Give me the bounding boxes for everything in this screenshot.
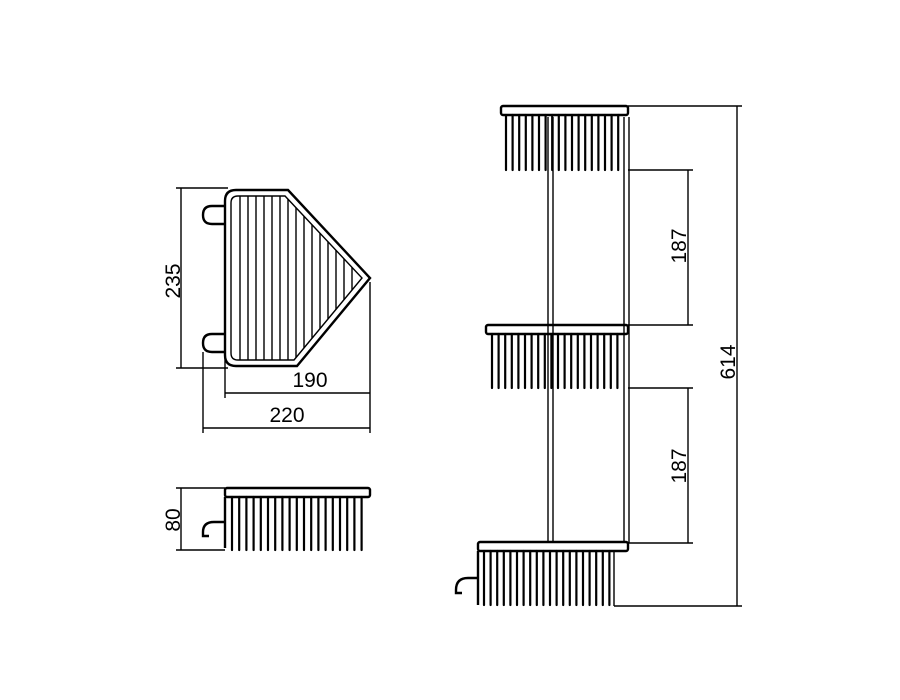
shelf-bottom-rim bbox=[476, 540, 630, 553]
top-view-hook-lower bbox=[201, 332, 225, 354]
shelf-middle-rim bbox=[484, 323, 630, 336]
dim-80-label: 80 bbox=[162, 508, 185, 531]
dim-220-label: 220 bbox=[269, 404, 304, 427]
side-view-wires bbox=[230, 495, 363, 552]
dim-235-label: 235 bbox=[162, 263, 185, 298]
top-view-wires bbox=[239, 196, 353, 360]
dim-614-label: 614 bbox=[717, 344, 740, 379]
side-view-shelf-rim bbox=[223, 486, 372, 499]
top-view-basket-inner bbox=[230, 195, 363, 361]
front-view: 187 187 614 bbox=[454, 104, 742, 607]
dim-187-lower-label: 187 bbox=[668, 448, 691, 483]
dim-187-upper-label: 187 bbox=[668, 228, 691, 263]
shelf-middle-wires bbox=[490, 332, 619, 390]
side-view-hook bbox=[201, 520, 225, 538]
top-view-hook-upper bbox=[201, 204, 225, 226]
bottom-hook bbox=[454, 576, 478, 595]
top-view: 235 190 220 bbox=[162, 187, 372, 433]
shelf-top-wires bbox=[504, 113, 620, 172]
side-view: 80 bbox=[162, 486, 372, 552]
shelf-top-rim bbox=[499, 104, 630, 117]
dim-190-label: 190 bbox=[292, 369, 327, 392]
shelf-bottom-wires bbox=[482, 549, 611, 607]
top-view-basket-outline bbox=[223, 188, 372, 368]
